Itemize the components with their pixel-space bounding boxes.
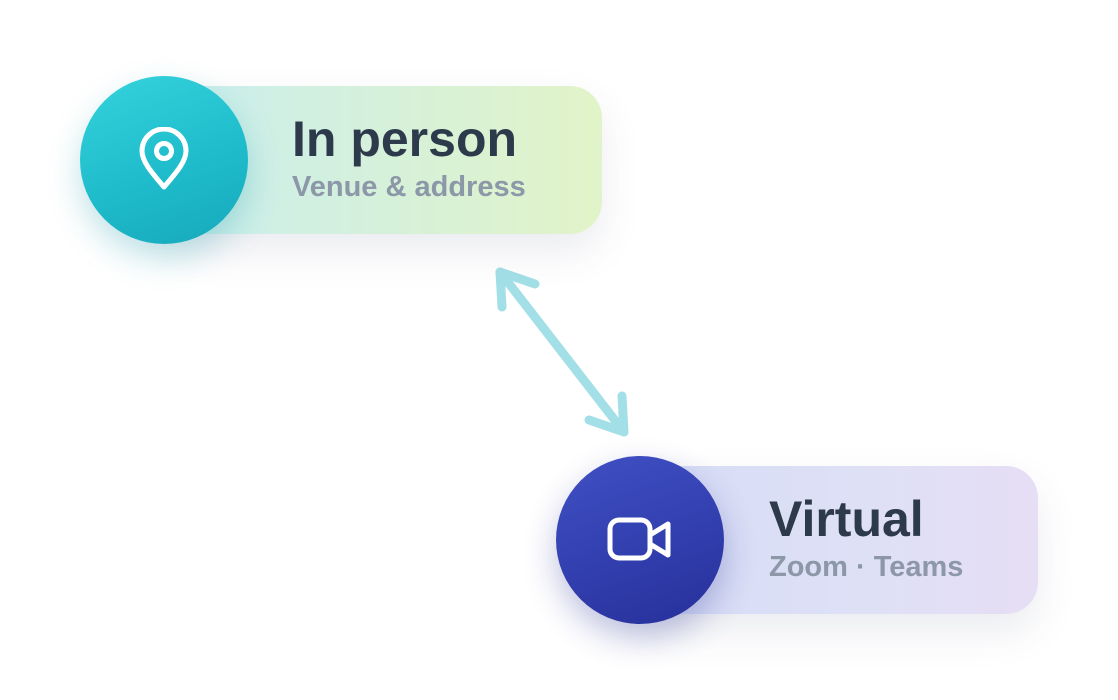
arrow-head-up — [495, 267, 540, 312]
virtual-icon-circle — [556, 456, 724, 624]
in-person-subtitle: Venue & address — [292, 171, 526, 203]
video-camera-icon — [607, 517, 671, 561]
arrow-shaft — [495, 267, 629, 437]
map-pin-icon — [139, 127, 189, 190]
virtual-subtitle: Zoom · Teams — [769, 551, 964, 583]
in-person-title: In person — [292, 111, 518, 167]
arrow-head-down — [584, 391, 629, 437]
in-person-icon-circle — [80, 76, 248, 244]
virtual-title: Virtual — [769, 491, 924, 547]
